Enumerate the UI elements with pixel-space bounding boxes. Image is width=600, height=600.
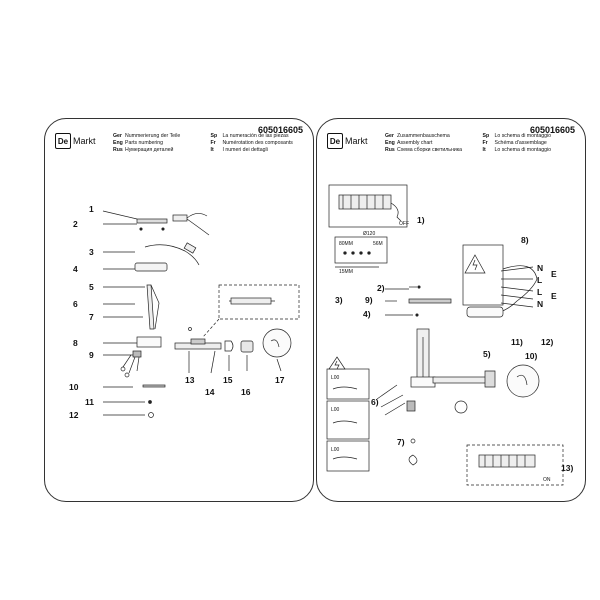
part-label: 2 (73, 219, 78, 229)
step-label: 9) (365, 295, 373, 305)
part-label: 7 (89, 312, 94, 322)
lang-code: Ger (113, 133, 122, 139)
part-label: 13 (185, 375, 195, 385)
wire-label: E (551, 269, 557, 279)
title-text: Lo schema di montaggio (494, 133, 552, 139)
title-text: Нумерация деталей (125, 147, 174, 153)
part-label: 9 (89, 350, 94, 360)
title-text: Zusammenbauschema (397, 133, 450, 139)
step-label: 1) (417, 215, 425, 225)
wire-label: L (537, 275, 542, 285)
part-label: 17 (275, 375, 285, 385)
lang-code: Fr (482, 140, 488, 146)
part-label: 4 (73, 264, 78, 274)
lang-code: It (210, 147, 214, 153)
logo-word: Markt (345, 136, 368, 146)
title-text: I numeri dei dettagli (222, 147, 268, 153)
wire-label: N (537, 299, 543, 309)
loo-label: L00 (331, 447, 340, 453)
step-label: 7) (397, 437, 405, 447)
lang-code: Ger (385, 133, 394, 139)
step-label: 12) (541, 337, 553, 347)
title-text: Lo schema di montaggio (494, 147, 552, 153)
wire-label: L (537, 287, 542, 297)
step-label: 10) (525, 351, 537, 361)
part-label: 14 (205, 387, 215, 397)
dim-label: Ø120 (363, 231, 375, 237)
lang-code: Sp (210, 133, 218, 139)
part-label: 1 (89, 204, 94, 214)
parts-diagram: 1 2 3 4 5 6 7 8 9 10 11 12 13 14 15 16 1… (69, 204, 300, 420)
lang-code: Sp (482, 133, 490, 139)
part-label: 6 (73, 299, 78, 309)
step-label: 13) (561, 463, 573, 473)
title-text: Schéma d'assemblage (494, 140, 547, 146)
brand-logo: De Markt (55, 133, 96, 149)
logo-letters: De (327, 133, 343, 149)
part-label: 12 (69, 410, 79, 420)
wire-label: N (537, 263, 543, 273)
off-label: OFF (399, 221, 409, 227)
dim-label: 15MM (339, 269, 353, 275)
canopy-shape (134, 262, 168, 272)
part-label: 5 (89, 282, 94, 292)
title-text: Nummerierung der Teile (125, 133, 181, 139)
step-label: 11) (511, 337, 523, 347)
step-label: 2) (377, 283, 385, 293)
part-label: 3 (89, 247, 94, 257)
lang-code: Rus (113, 147, 123, 153)
on-label: ON (543, 477, 551, 483)
title-text: Схема сборки светильника (397, 147, 463, 153)
part-label: 8 (73, 338, 78, 348)
lang-code: Eng (385, 140, 395, 146)
lang-code: Rus (385, 147, 395, 153)
step-label: 8) (521, 235, 529, 245)
title-text: Parts numbering (125, 140, 164, 146)
product-code: 605016605 (257, 125, 303, 135)
mounting-bar-shape (136, 218, 168, 224)
step-label: 3) (335, 295, 343, 305)
loo-label: L00 (331, 375, 340, 381)
wire-label: E (551, 291, 557, 301)
product-code: 605016605 (529, 125, 575, 135)
title-text: Numérotation des composants (222, 140, 293, 146)
title-text: La numeración de las piezas (222, 133, 289, 139)
dim-label: 80MM (339, 241, 353, 247)
lang-code: Fr (210, 140, 216, 146)
lang-code: It (482, 147, 486, 153)
part-label: 10 (69, 382, 79, 392)
assembly-diagram: 1) 2) 3) 4) 5) 6) 7) 8) 9) 10) 11) 12) 1… (326, 184, 573, 486)
logo-letters: De (55, 133, 71, 149)
part-label: 11 (85, 397, 94, 407)
step-label: 5) (483, 349, 491, 359)
step-label: 4) (363, 309, 371, 319)
title-text: Assembly chart (397, 140, 433, 146)
step-label: 6) (371, 397, 379, 407)
dim-label: 56M (373, 241, 383, 247)
lang-code: Eng (113, 140, 123, 146)
part-label: 15 (223, 375, 233, 385)
brand-logo: De Markt (327, 133, 368, 149)
loo-label: L00 (331, 407, 340, 413)
logo-word: Markt (73, 136, 96, 146)
part-label: 16 (241, 387, 251, 397)
